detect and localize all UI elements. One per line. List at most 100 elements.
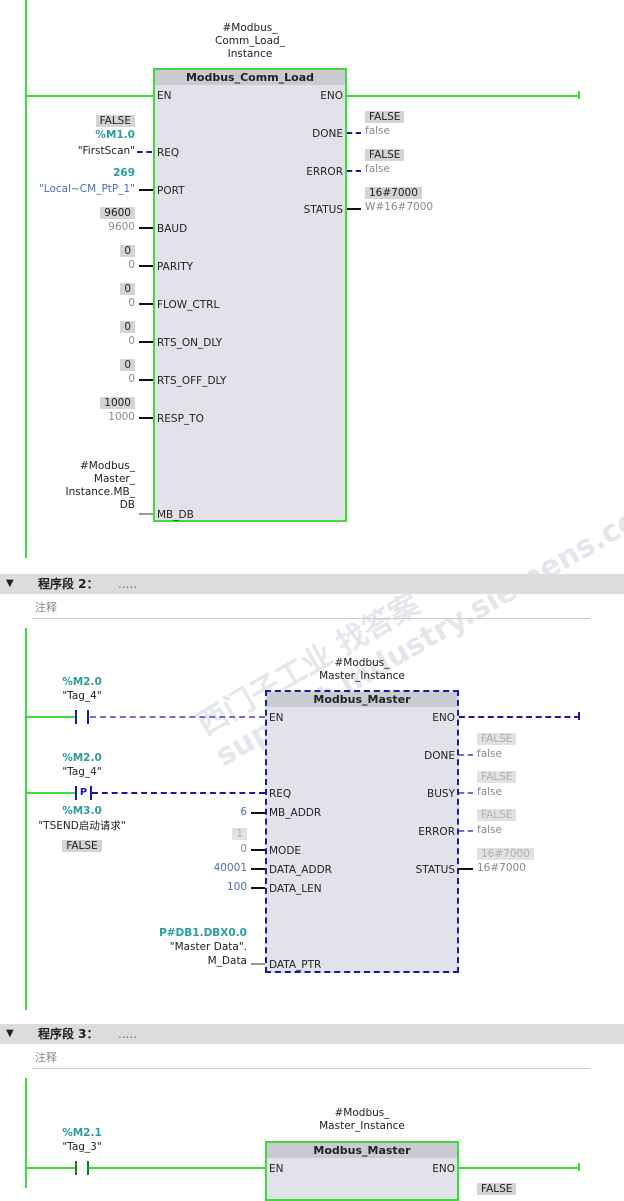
eno-wire [346, 95, 580, 97]
error-wire [347, 170, 361, 172]
contact2-address[interactable]: %M2.0 [62, 752, 102, 764]
contact-tag[interactable]: "Tag_3" [62, 1141, 102, 1153]
contact1-address[interactable]: %M2.0 [62, 676, 102, 688]
req-wire [92, 792, 265, 794]
pin-error: ERROR [418, 826, 455, 838]
pin-status: STATUS [303, 204, 343, 216]
parity-wire [139, 265, 153, 267]
resp-value[interactable]: 1000 [108, 411, 135, 423]
pin-rts-off-dly: RTS_OFF_DLY [157, 375, 227, 387]
port-address[interactable]: 269 [113, 167, 135, 179]
wire-end [578, 91, 580, 99]
busy-wire [459, 792, 473, 794]
datalen-value[interactable]: 100 [226, 881, 247, 893]
error-value: false [365, 163, 390, 175]
flow-monitor: 0 [120, 283, 135, 295]
pin-mode: MODE [269, 845, 302, 857]
rtson-value[interactable]: 0 [128, 335, 135, 347]
baud-value[interactable]: 9600 [108, 221, 135, 233]
network-title: 程序段 3： [38, 1027, 99, 1041]
rtsoff-value[interactable]: 0 [128, 373, 135, 385]
parity-value[interactable]: 0 [128, 259, 135, 271]
instance-db-label: #Modbus_Master_Instance [319, 1107, 405, 1132]
mode-monitor: 1 [232, 828, 247, 840]
pin-en: EN [269, 1163, 284, 1175]
en-wire [26, 95, 154, 97]
pin-eno: ENO [432, 1163, 455, 1175]
pin-resp-to: RESP_TO [157, 413, 204, 425]
baud-wire [139, 227, 153, 229]
error-wire [459, 830, 473, 832]
status-value: W#16#7000 [365, 201, 434, 213]
modbus-master-block[interactable]: Modbus_Master EN ENO [265, 1141, 459, 1201]
pin-req: REQ [157, 147, 180, 159]
dataptr-wire [251, 963, 265, 965]
done-monitor: FALSE [365, 111, 405, 123]
rtsoff-monitor: 0 [120, 359, 135, 371]
network-3-comment[interactable]: 注释 [32, 1048, 590, 1069]
pin-data-ptr: DATA_PTR [269, 959, 322, 971]
port-tag[interactable]: "Local~CM_PtP_1" [38, 183, 135, 195]
status-wire [347, 208, 361, 210]
network-title: 程序段 2： [38, 577, 99, 591]
eno-wire [459, 716, 580, 718]
collapse-icon[interactable]: ▼ [6, 1028, 14, 1039]
network-3-header[interactable]: ▼ 程序段 3： ..... [0, 1024, 624, 1044]
block-title: Modbus_Master [267, 1143, 457, 1158]
no-contact-tag3[interactable] [75, 1161, 89, 1175]
done-wire [347, 132, 361, 134]
pin-data-addr: DATA_ADDR [269, 864, 332, 876]
rtson-monitor: 0 [120, 321, 135, 333]
network-name[interactable]: ..... [118, 1027, 138, 1041]
mbdb-tag[interactable]: #Modbus_Master_Instance.MB_DB [65, 460, 135, 511]
dataptr-member[interactable]: M_Data [207, 955, 247, 967]
rtsoff-wire [139, 379, 153, 381]
modbus-comm-load-block[interactable]: Modbus_Comm_Load EN REQ PORT BAUD PARITY… [153, 68, 347, 522]
edge-address[interactable]: %M3.0 [62, 805, 102, 817]
contact-address[interactable]: %M2.1 [62, 1127, 102, 1139]
pin-parity: PARITY [157, 261, 194, 273]
flow-value[interactable]: 0 [128, 297, 135, 309]
resp-wire [139, 417, 153, 419]
network-2-header[interactable]: ▼ 程序段 2： ..... [0, 574, 624, 594]
contact1-tag[interactable]: "Tag_4" [62, 690, 102, 702]
block-title: Modbus_Master [267, 692, 457, 707]
dataptr-address[interactable]: P#DB1.DBX0.0 [159, 927, 247, 939]
status-monitor: 16#7000 [365, 187, 422, 199]
contact2-tag[interactable]: "Tag_4" [62, 766, 102, 778]
wire [26, 716, 75, 718]
network-name[interactable]: ..... [118, 577, 138, 591]
dataaddr-value[interactable]: 40001 [213, 862, 247, 874]
port-wire [139, 189, 153, 191]
wire-end [578, 1163, 580, 1171]
done-value: false [477, 748, 502, 760]
flow-wire [139, 303, 153, 305]
no-contact-tag4[interactable] [75, 710, 89, 724]
status-monitor: 16#7000 [477, 848, 534, 860]
done-monitor: FALSE [477, 733, 517, 745]
req-tag[interactable]: "FirstScan" [77, 145, 135, 157]
collapse-icon[interactable]: ▼ [6, 578, 14, 589]
p-edge-contact[interactable]: P [75, 786, 92, 800]
pin-port: PORT [157, 185, 185, 197]
power-rail [25, 0, 27, 558]
pin-flow-ctrl: FLOW_CTRL [157, 299, 220, 311]
req-wire [137, 151, 152, 153]
network-2-comment[interactable]: 注释 [32, 598, 590, 619]
dataptr-tag[interactable]: "Master Data". [169, 941, 247, 953]
busy-monitor: FALSE [477, 771, 517, 783]
edge-tag[interactable]: "TSEND启动请求" [38, 820, 126, 832]
pin-en: EN [157, 90, 172, 102]
pin-eno: ENO [320, 90, 343, 102]
pin-rts-on-dly: RTS_ON_DLY [157, 337, 223, 349]
parity-monitor: 0 [120, 245, 135, 257]
pin-en: EN [269, 712, 284, 724]
power-rail [25, 1078, 27, 1188]
mbaddr-value[interactable]: 6 [240, 806, 247, 818]
mode-value[interactable]: 0 [240, 843, 247, 855]
modbus-master-block[interactable]: Modbus_Master EN REQ MB_ADDR MODE DATA_A… [265, 690, 459, 973]
pin-status: STATUS [415, 864, 455, 876]
pin-baud: BAUD [157, 223, 188, 235]
req-address[interactable]: %M1.0 [95, 129, 135, 141]
pin-data-len: DATA_LEN [269, 883, 322, 895]
